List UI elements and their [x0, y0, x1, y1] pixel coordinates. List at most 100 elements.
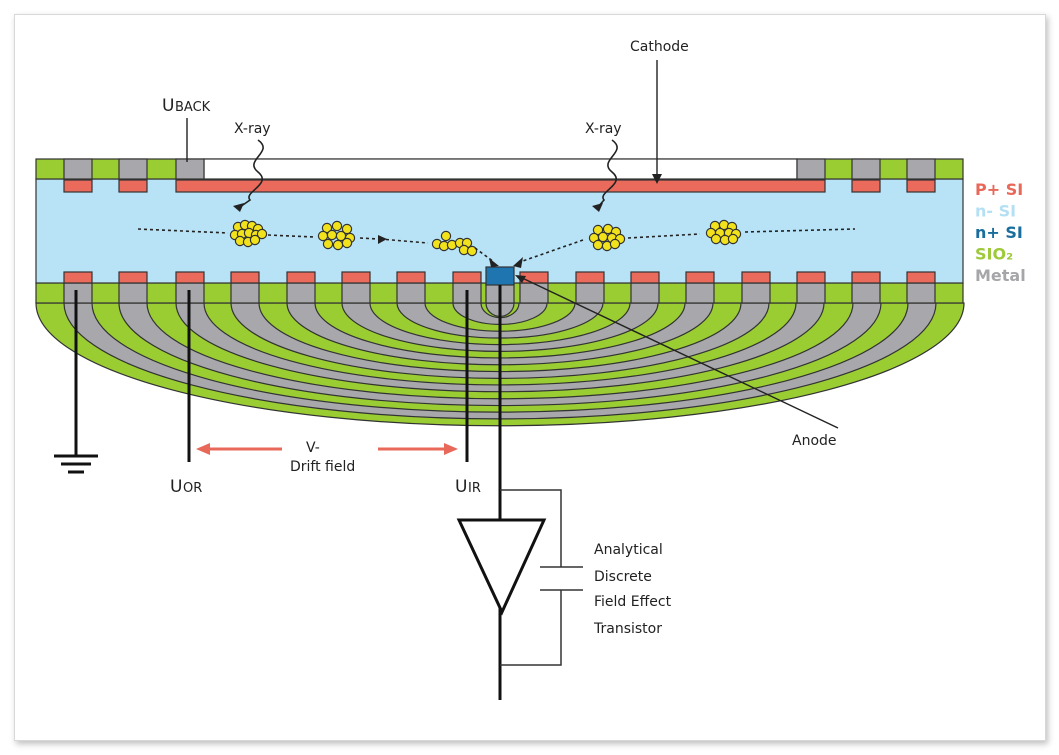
electron — [341, 223, 353, 235]
xray-left-arrowhead — [233, 203, 244, 212]
metal-contact — [341, 282, 371, 304]
legend-item: Metal — [975, 266, 1026, 285]
p-plus-ring — [851, 271, 881, 284]
n-minus-bulk — [35, 178, 964, 284]
xray-right-label: X-ray — [585, 121, 622, 137]
uir-u: U — [455, 477, 467, 497]
p-plus-ring — [575, 271, 605, 284]
top-contacts — [63, 158, 936, 193]
electron — [341, 237, 353, 249]
electron — [331, 220, 343, 232]
drift-paths — [137, 228, 856, 263]
electron — [332, 239, 344, 251]
xray-left-squiggle — [239, 139, 264, 208]
uback-label: U BACK — [162, 96, 211, 116]
feedback-capacitor — [500, 489, 583, 666]
metal-contact — [230, 282, 260, 304]
uir-label: U IR — [455, 477, 481, 497]
p-plus-ring — [63, 271, 93, 284]
legend: P+ SI n- SI n+ SI SIO₂ Metal — [975, 180, 1026, 285]
top-metal-contact — [851, 158, 881, 180]
metal-contact — [575, 282, 605, 304]
metal-contact — [396, 282, 426, 304]
top-metal-contact — [63, 158, 93, 180]
p-plus-ring — [396, 271, 426, 284]
electron-cloud — [588, 223, 626, 252]
electron — [592, 224, 604, 236]
uor-label: U OR — [170, 477, 202, 497]
electron — [326, 229, 338, 241]
electron — [710, 233, 722, 245]
electron-cloud — [431, 230, 478, 257]
top-metal-contact — [906, 158, 936, 180]
electron — [592, 239, 604, 251]
electron-cloud — [229, 219, 268, 248]
p-plus-ring — [796, 271, 826, 284]
drift-field-arrows — [196, 443, 458, 455]
top-p-plus-ring — [906, 179, 936, 193]
p-plus-ring — [630, 271, 660, 284]
uir-sub: IR — [468, 481, 481, 496]
electron — [322, 238, 334, 250]
metal-contact — [741, 282, 771, 304]
metal-contact — [118, 282, 148, 304]
electrode-wires — [74, 285, 502, 700]
electron — [466, 245, 478, 257]
electron — [609, 238, 621, 250]
anode-n-plus — [485, 266, 515, 286]
electron-cloud — [317, 220, 356, 251]
metal-contact — [519, 282, 549, 304]
p-plus-ring — [286, 271, 316, 284]
cathode-label: Cathode — [630, 39, 689, 55]
top-metal-contact — [175, 158, 205, 180]
uor-u: U — [170, 477, 182, 497]
metal-contact — [906, 282, 936, 304]
metal-contact — [685, 282, 715, 304]
uback-sub: BACK — [175, 100, 211, 115]
anode-arrowhead — [515, 275, 526, 283]
p-plus-ring — [230, 271, 260, 284]
metal-contact — [63, 282, 93, 304]
p-plus-ring — [906, 271, 936, 284]
drift-v-label: V- — [306, 440, 320, 456]
top-p-plus-ring — [118, 179, 148, 193]
legend-item: SIO₂ — [975, 245, 1013, 264]
electron — [321, 222, 333, 234]
top-p-plus-ring — [851, 179, 881, 193]
top-metal-contact — [118, 158, 148, 180]
metal-contact — [630, 282, 660, 304]
entrance-window — [203, 158, 798, 180]
metal-contact — [286, 282, 316, 304]
xray-left-label: X-ray — [234, 121, 271, 137]
top-p-plus-ring — [63, 179, 93, 193]
p-plus-ring — [452, 271, 482, 284]
electron — [256, 228, 268, 240]
drift-field-label: Drift field — [290, 459, 355, 475]
cathode-p-plus — [175, 179, 826, 193]
electron — [727, 233, 739, 245]
uback-u: U — [162, 96, 174, 116]
electron-cloud — [705, 219, 742, 246]
bottom-p-plus-rings — [63, 271, 936, 284]
top-metal-contact — [796, 158, 826, 180]
transistor-amplifier-icon — [456, 518, 547, 616]
p-plus-ring — [175, 271, 205, 284]
legend-item: n- SI — [975, 202, 1016, 221]
electron — [249, 234, 261, 246]
legend-item: P+ SI — [975, 180, 1023, 199]
bottom-metal-contacts — [63, 282, 936, 304]
transistor-label-line-4: Transistor — [593, 621, 662, 637]
anode-label: Anode — [792, 433, 837, 449]
p-plus-ring — [341, 271, 371, 284]
drift-arrowheads — [378, 235, 523, 268]
transistor-label-line-1: Analytical — [594, 542, 663, 558]
p-plus-ring — [741, 271, 771, 284]
legend-item: n+ SI — [975, 223, 1023, 242]
xray-right-squiggle — [597, 139, 618, 208]
p-plus-ring — [685, 271, 715, 284]
xray-right-arrowhead — [592, 203, 603, 212]
ground-icon — [54, 454, 98, 474]
anode-pointer — [517, 275, 839, 429]
transistor-label-line-2: Discrete — [594, 569, 652, 585]
